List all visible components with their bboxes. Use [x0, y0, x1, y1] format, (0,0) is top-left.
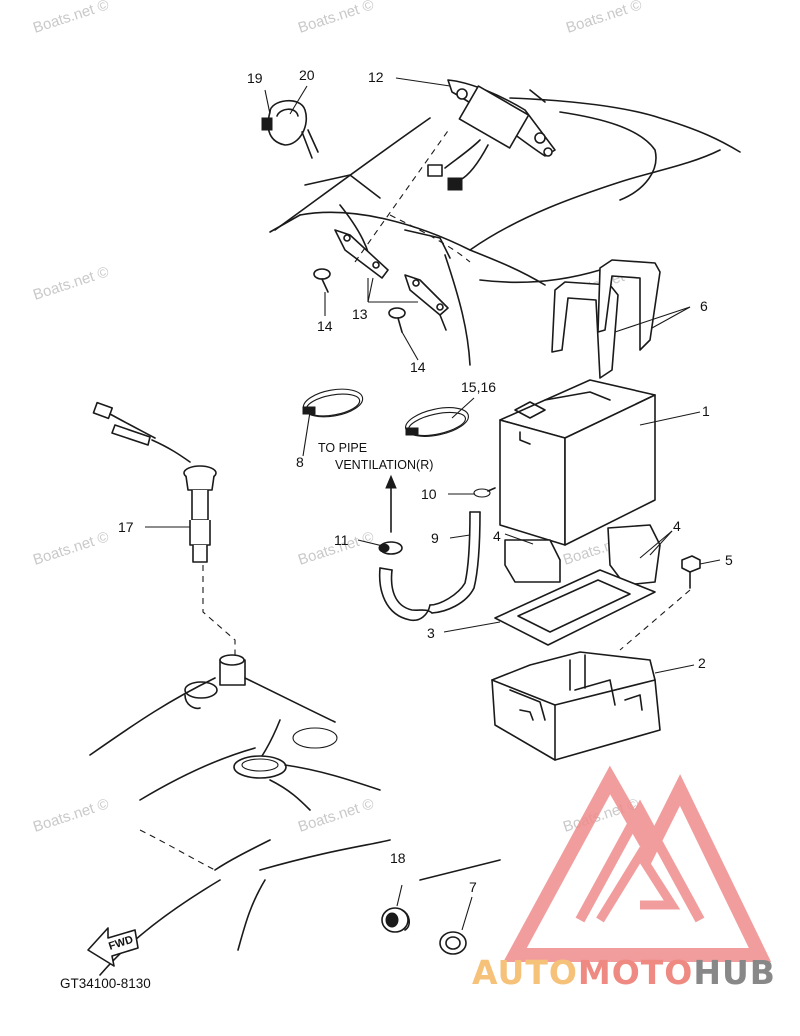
part-9-hose — [378, 511, 481, 622]
automotohub-logo: AUTOMOTOHUB — [472, 765, 776, 992]
part-3-gasket — [494, 569, 656, 646]
flow-arrow — [385, 474, 397, 533]
watermark: Boats.net © — [31, 263, 111, 303]
watermark: Boats.net © — [31, 528, 111, 568]
part-12-control-unit — [427, 79, 556, 191]
note-ventilation: VENTILATION(R) — [335, 458, 433, 472]
label-9: 9 — [431, 530, 439, 546]
label-5: 5 — [725, 552, 733, 568]
label-13: 13 — [352, 306, 368, 322]
part-4-pads — [504, 524, 661, 586]
part-13-brackets — [334, 229, 449, 331]
part-17-component — [92, 401, 236, 655]
part-11-clip — [378, 541, 403, 555]
label-18: 18 — [390, 850, 406, 866]
diagram-code: GT34100-8130 — [60, 976, 151, 991]
part-5-bolt — [619, 555, 701, 651]
watermark: Boats.net © — [296, 0, 376, 37]
label-6: 6 — [700, 298, 708, 314]
lower-hull — [89, 654, 501, 976]
label-4: 4 — [493, 528, 501, 544]
label-8: 8 — [296, 454, 304, 470]
watermark: Boats.net © — [296, 795, 376, 835]
label-10: 10 — [421, 486, 437, 502]
brand-text: AUTOMOTOHUB — [472, 953, 776, 992]
note-to-pipe: TO PIPE — [318, 441, 367, 455]
watermark: Boats.net © — [31, 0, 111, 37]
part-6-bands — [551, 259, 661, 379]
label-15-16: 15,16 — [461, 379, 496, 395]
watermark: Boats.net © — [564, 0, 644, 37]
part-19-20-clamp — [261, 100, 319, 159]
label-11: 11 — [334, 532, 349, 548]
leader-lines — [145, 77, 721, 931]
part-10-clip — [473, 487, 496, 498]
label-17: 17 — [118, 519, 134, 535]
label-20: 20 — [299, 67, 315, 83]
label-3: 3 — [427, 625, 435, 641]
part-18-grommet — [381, 907, 411, 933]
triangle-logo-icon — [503, 765, 772, 962]
ventilation-note: TO PIPE VENTILATION(R) — [318, 441, 433, 472]
label-2: 2 — [698, 655, 706, 671]
part-14-screws — [313, 268, 406, 333]
label-14: 14 — [410, 359, 426, 375]
part-8-clamp — [302, 388, 364, 418]
label-4: 4 — [673, 518, 681, 534]
label-7: 7 — [469, 879, 477, 895]
fwd-arrow-icon: FWD — [87, 927, 139, 967]
part-labels: 1 2 3 4 4 4 5 6 7 8 9 10 11 12 13 14 14 … — [118, 67, 733, 895]
part-15-16-clamp — [405, 407, 469, 437]
part-7-washer — [439, 931, 467, 955]
part-2-battery-box — [491, 651, 661, 761]
watermark: Boats.net © — [31, 795, 111, 835]
label-19: 19 — [247, 70, 263, 86]
label-1: 1 — [702, 403, 710, 419]
part-1-battery — [499, 379, 656, 546]
label-14: 14 — [317, 318, 333, 334]
label-12: 12 — [368, 69, 384, 85]
